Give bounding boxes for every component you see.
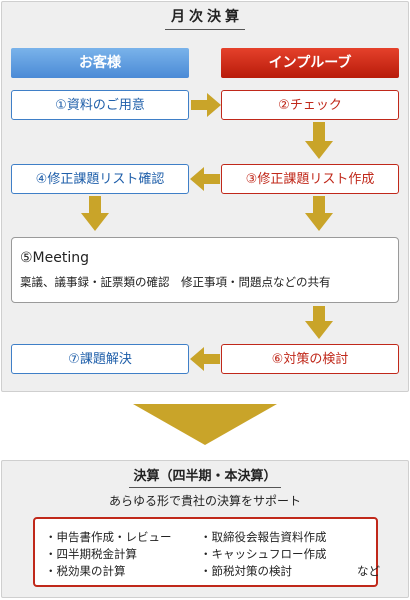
big-down-arrow (133, 404, 277, 445)
improve-header: インプルーブ (221, 48, 399, 78)
arrow-down-4-to-5 (81, 196, 109, 231)
step-6-consider-measures: ⑥対策の検討 (221, 344, 399, 374)
step-5-meeting: ⑤Meeting 稟議、議事録・証票類の確認 修正事項・問題点などの共有 (11, 237, 399, 303)
arrow-left-3-to-4 (190, 167, 220, 191)
settlement-subtitle: あらゆる形で貴社の決算をサポート (108, 494, 301, 508)
meeting-description: 稟議、議事録・証票類の確認 修正事項・問題点などの共有 (20, 275, 331, 289)
arrow-down-5-to-6 (305, 306, 333, 339)
service-item: ・節税対策の検討 (200, 564, 292, 578)
etc-label: など (357, 564, 380, 578)
arrow-left-6-to-7 (190, 347, 220, 371)
page-title: 月次決算 (165, 6, 245, 30)
flow-arrows (81, 93, 333, 445)
service-item: ・取締役会報告資料作成 (200, 530, 327, 544)
step-3-create-correction-list: ③修正課題リスト作成 (221, 164, 399, 194)
service-list-box: ・申告書作成・レビュー ・四半期税金計算 ・税効果の計算 ・取締役会報告資料作成… (33, 517, 380, 587)
settlement-title: 決算（四半期・本決算） (129, 465, 281, 488)
step-2-check: ②チェック (221, 90, 399, 120)
arrow-down-2-to-3 (305, 122, 333, 159)
service-item: ・税効果の計算 (45, 564, 126, 578)
arrow-down-3-to-5 (305, 196, 333, 231)
service-item: ・四半期税金計算 (45, 547, 137, 561)
step-7-resolve-issues: ⑦課題解決 (11, 344, 189, 374)
meeting-title: ⑤Meeting (20, 250, 89, 266)
customer-header: お客様 (11, 48, 189, 78)
arrow-right-1-to-2 (191, 93, 221, 117)
service-item: ・キャッシュフロー作成 (200, 547, 327, 561)
step-4-confirm-correction-list: ④修正課題リスト確認 (11, 164, 189, 194)
service-item: ・申告書作成・レビュー (45, 530, 172, 544)
step-1-prepare-documents: ①資料のご用意 (11, 90, 189, 120)
